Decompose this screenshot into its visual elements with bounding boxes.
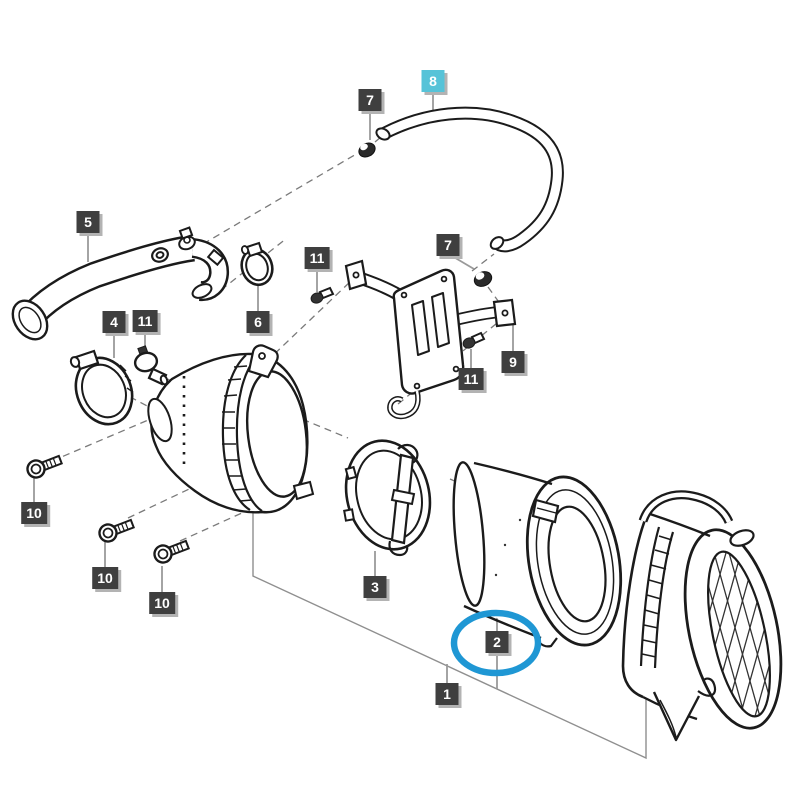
part-label-3[interactable]: 3 [363,576,387,598]
part-drawing-hose [375,106,564,253]
part-label-text: 3 [371,579,379,595]
part-label-text: 7 [444,237,452,253]
part-label-text: 10 [97,570,113,586]
part-drawing-baffle [343,439,432,557]
part-label-text: 7 [366,92,374,108]
part-label-text: 2 [493,634,501,650]
part-label-text: 11 [137,313,153,329]
part-label-text: 9 [509,354,517,370]
part-drawing-ferrule-upper [358,142,376,158]
part-label-11-right[interactable]: 11 [458,368,484,390]
part-drawing-filter-element [452,461,623,648]
part-drawing-intake-tube [11,226,229,341]
part-label-7-upper[interactable]: 7 [358,89,382,111]
part-label-text: 11 [463,371,479,387]
part-drawing-sensor [133,345,169,386]
part-label-10-a[interactable]: 10 [21,502,47,524]
part-label-6[interactable]: 6 [246,311,270,333]
part-drawing-bracket [344,259,517,420]
part-label-4[interactable]: 4 [102,311,126,333]
part-label-text: 8 [429,73,437,89]
part-drawing-bolts-10 [26,454,190,564]
part-drawing-clamp-large [69,349,134,426]
part-label-text: 1 [443,686,451,702]
callout-circle [450,609,542,677]
part-label-5[interactable]: 5 [76,211,100,233]
part-drawing-bolt-11-left [310,286,335,304]
part-drawing-outer-cover [621,490,783,742]
part-label-8[interactable]: 8 [421,70,445,92]
part-label-text: 10 [154,595,170,611]
part-label-10-b[interactable]: 10 [92,567,118,589]
part-drawing-clamp-small [240,241,274,287]
part-label-text: 6 [254,314,262,330]
part-label-2[interactable]: 2 [485,631,509,653]
part-label-11-mid[interactable]: 11 [132,310,158,332]
part-drawing-bolt-11-right [462,331,486,349]
part-drawing-housing [147,344,315,514]
part-label-10-c[interactable]: 10 [149,592,175,614]
part-label-text: 5 [84,214,92,230]
part-label-1[interactable]: 1 [435,683,459,705]
part-label-9[interactable]: 9 [501,351,525,373]
part-label-11-left[interactable]: 11 [304,247,330,269]
part-label-7-right[interactable]: 7 [436,234,460,256]
part-label-text: 11 [309,250,325,266]
part-label-text: 4 [110,314,118,330]
part-label-text: 10 [26,505,42,521]
part-drawing-ferrule-right [473,271,493,287]
